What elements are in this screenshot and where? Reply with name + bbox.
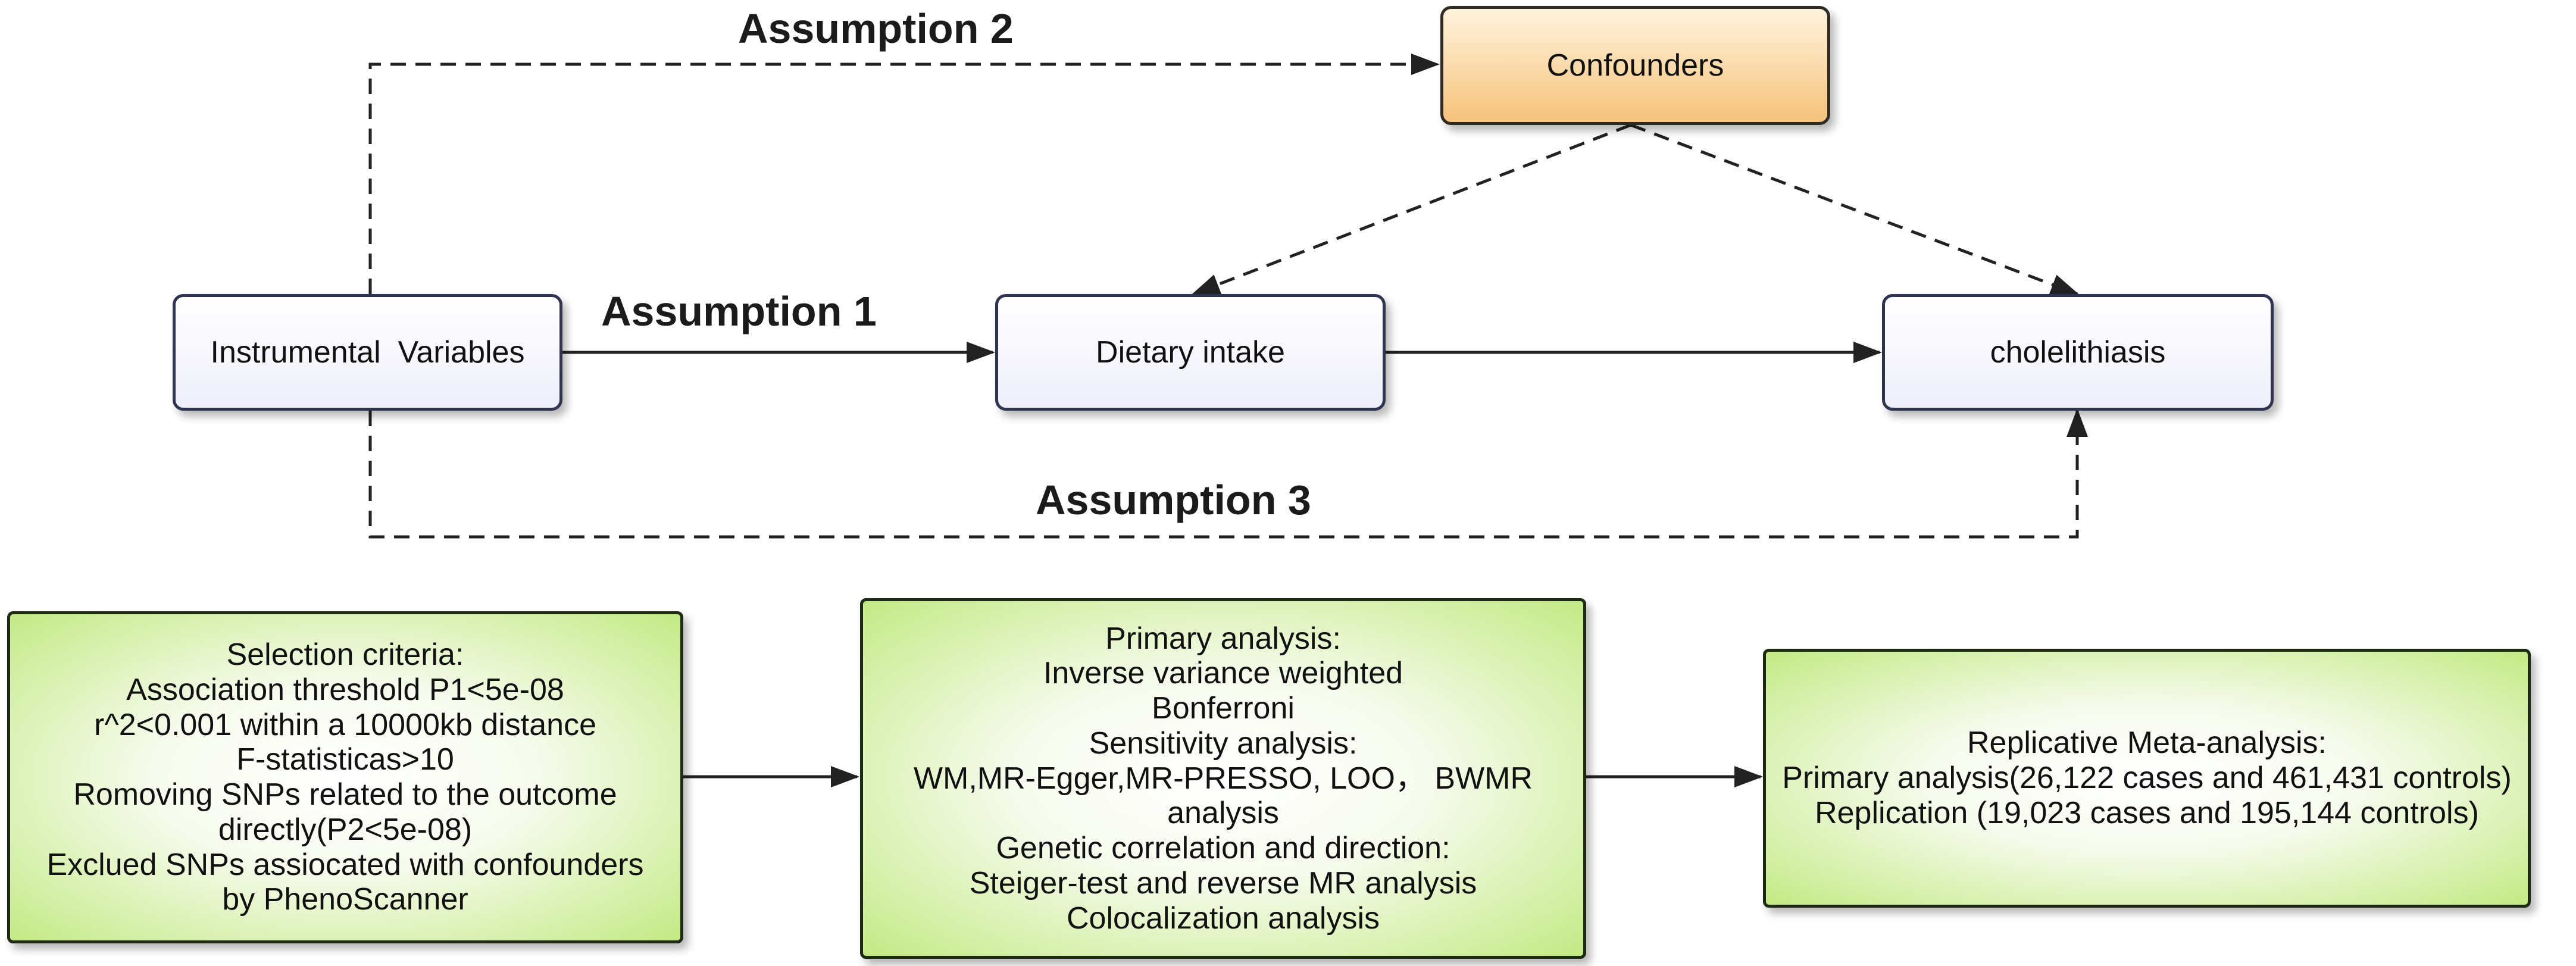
dietary-intake-node: Dietary intake [995, 294, 1386, 411]
meta-line: Replication (19,023 cases and 195,144 co… [1815, 795, 2479, 830]
analysis-line: Primary analysis: [1105, 621, 1341, 656]
analysis-line: Colocalization analysis [1066, 901, 1380, 936]
analysis-line: analysis [1167, 796, 1279, 831]
analysis-line: Bonferroni [1152, 691, 1295, 726]
meta-analysis-box: Replicative Meta-analysis: Primary analy… [1763, 649, 2531, 908]
selection-line: r^2<0.001 within a 10000kb distance [94, 707, 596, 742]
analysis-line: Sensitivity analysis: [1089, 726, 1358, 761]
analysis-line: Steiger-test and reverse MR analysis [969, 865, 1477, 901]
instrumental-variables-label: Instrumental Variables [210, 335, 525, 370]
analysis-line: WM,MR-Egger,MR-PRESSO, LOO， BWMR [913, 761, 1533, 796]
selection-criteria-box: Selection criteria: Association threshol… [7, 611, 683, 943]
confounders-node: Confounders [1440, 6, 1830, 125]
selection-line: Association threshold P1<5e-08 [126, 672, 564, 707]
dashed-arrow-iv-to-outcome [368, 408, 2088, 539]
selection-line: by PhenoScanner [222, 882, 468, 917]
dashed-arrow-confounders-to-dietary [1191, 123, 1631, 296]
assumption-3-label: Assumption 3 [1036, 477, 1311, 523]
selection-line: Romoving SNPs related to the outcome [73, 777, 617, 812]
meta-line: Primary analysis(26,122 cases and 461,43… [1782, 761, 2512, 796]
assumption-2-label: Assumption 2 [738, 5, 1014, 52]
cholelithiasis-node: cholelithiasis [1882, 294, 2274, 411]
assumption-1-label: Assumption 1 [601, 288, 877, 334]
dietary-intake-label: Dietary intake [1096, 335, 1285, 370]
selection-line: Exclued SNPs assiocated with confounders [46, 847, 644, 882]
selection-line: F-statisticas>10 [236, 742, 454, 777]
analysis-methods-box: Primary analysis: Inverse variance weigh… [860, 598, 1586, 959]
dashed-arrow-confounders-to-outcome [1630, 123, 2080, 296]
confounders-label: Confounders [1546, 48, 1724, 83]
dashed-arrow-iv-to-confounders [368, 54, 1440, 294]
analysis-line: Genetic correlation and direction: [996, 831, 1450, 866]
analysis-line: Inverse variance weighted [1043, 656, 1403, 691]
meta-line: Replicative Meta-analysis: [1967, 726, 2327, 761]
selection-line: Selection criteria: [226, 637, 464, 672]
instrumental-variables-node: Instrumental Variables [173, 294, 562, 411]
cholelithiasis-label: cholelithiasis [1990, 335, 2166, 370]
selection-line: directly(P2<5e-08) [218, 812, 473, 847]
